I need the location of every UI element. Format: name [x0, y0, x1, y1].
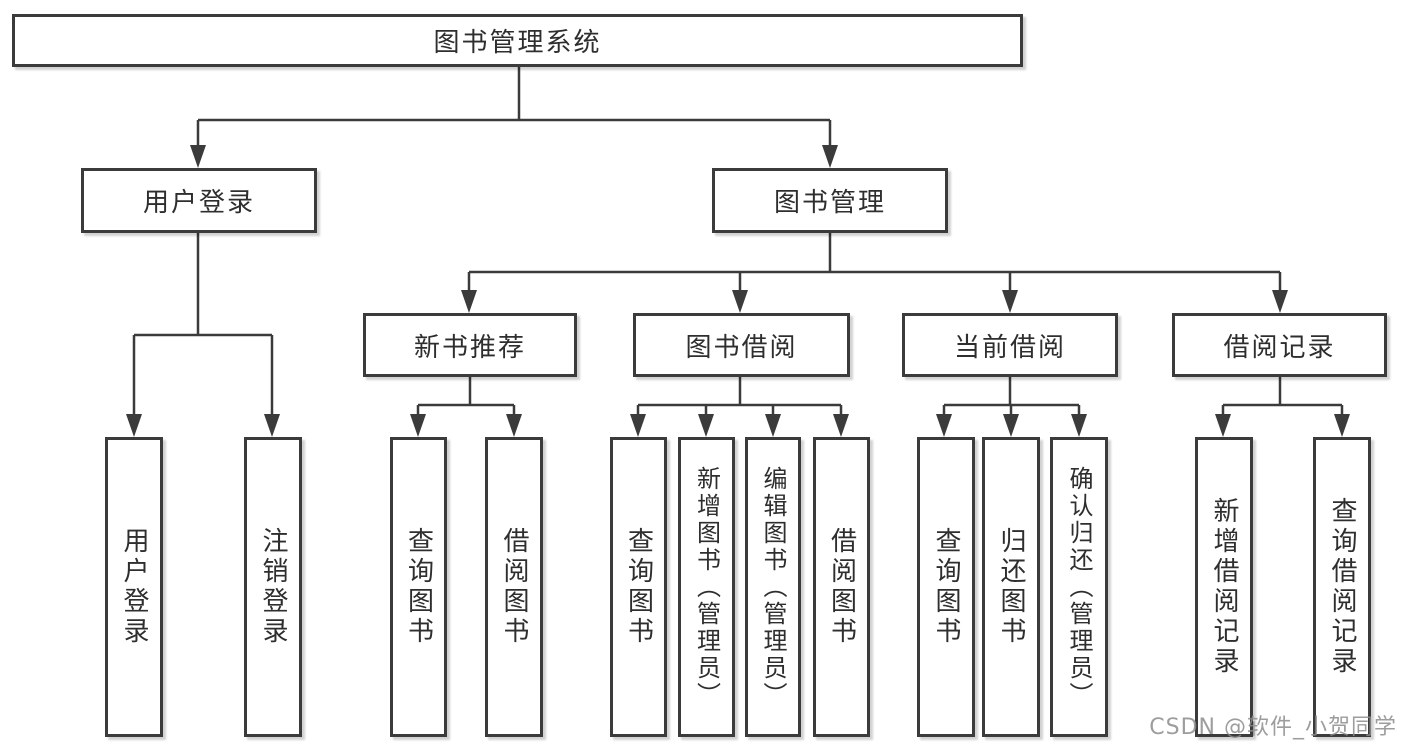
node-current-borrow: 当前借阅 — [902, 313, 1118, 377]
leaf-logout: 注销登录 — [244, 437, 302, 737]
node-book-management: 图书管理 — [712, 168, 948, 233]
leaf-return-book: 归还图书 — [982, 437, 1040, 737]
leaf-edit-book-admin: 编辑图书（管理员） — [745, 437, 801, 737]
node-book-management-system: 图书管理系统 — [12, 14, 1023, 67]
node-borrow-records: 借阅记录 — [1172, 313, 1387, 377]
leaf-query-books-current: 查询图书 — [917, 437, 975, 737]
node-book-borrow: 图书借阅 — [633, 313, 850, 377]
node-new-book-recommend: 新书推荐 — [363, 313, 577, 377]
leaf-query-books-borrow: 查询图书 — [610, 437, 667, 737]
leaf-confirm-return-admin: 确认归还（管理员） — [1050, 437, 1108, 737]
leaf-borrow-books-recommend: 借阅图书 — [485, 437, 543, 737]
csdn-watermark: CSDN @软件_小贺同学 — [1149, 715, 1397, 740]
node-user-login: 用户登录 — [81, 168, 317, 233]
leaf-borrow-books-borrow: 借阅图书 — [813, 437, 870, 737]
leaf-query-borrow-record: 查询借阅记录 — [1313, 437, 1371, 737]
leaf-add-book-admin: 新增图书（管理员） — [678, 437, 735, 737]
leaf-user-login: 用户登录 — [105, 437, 163, 737]
leaf-query-books-recommend: 查询图书 — [390, 437, 447, 737]
leaf-add-borrow-record: 新增借阅记录 — [1195, 437, 1253, 737]
